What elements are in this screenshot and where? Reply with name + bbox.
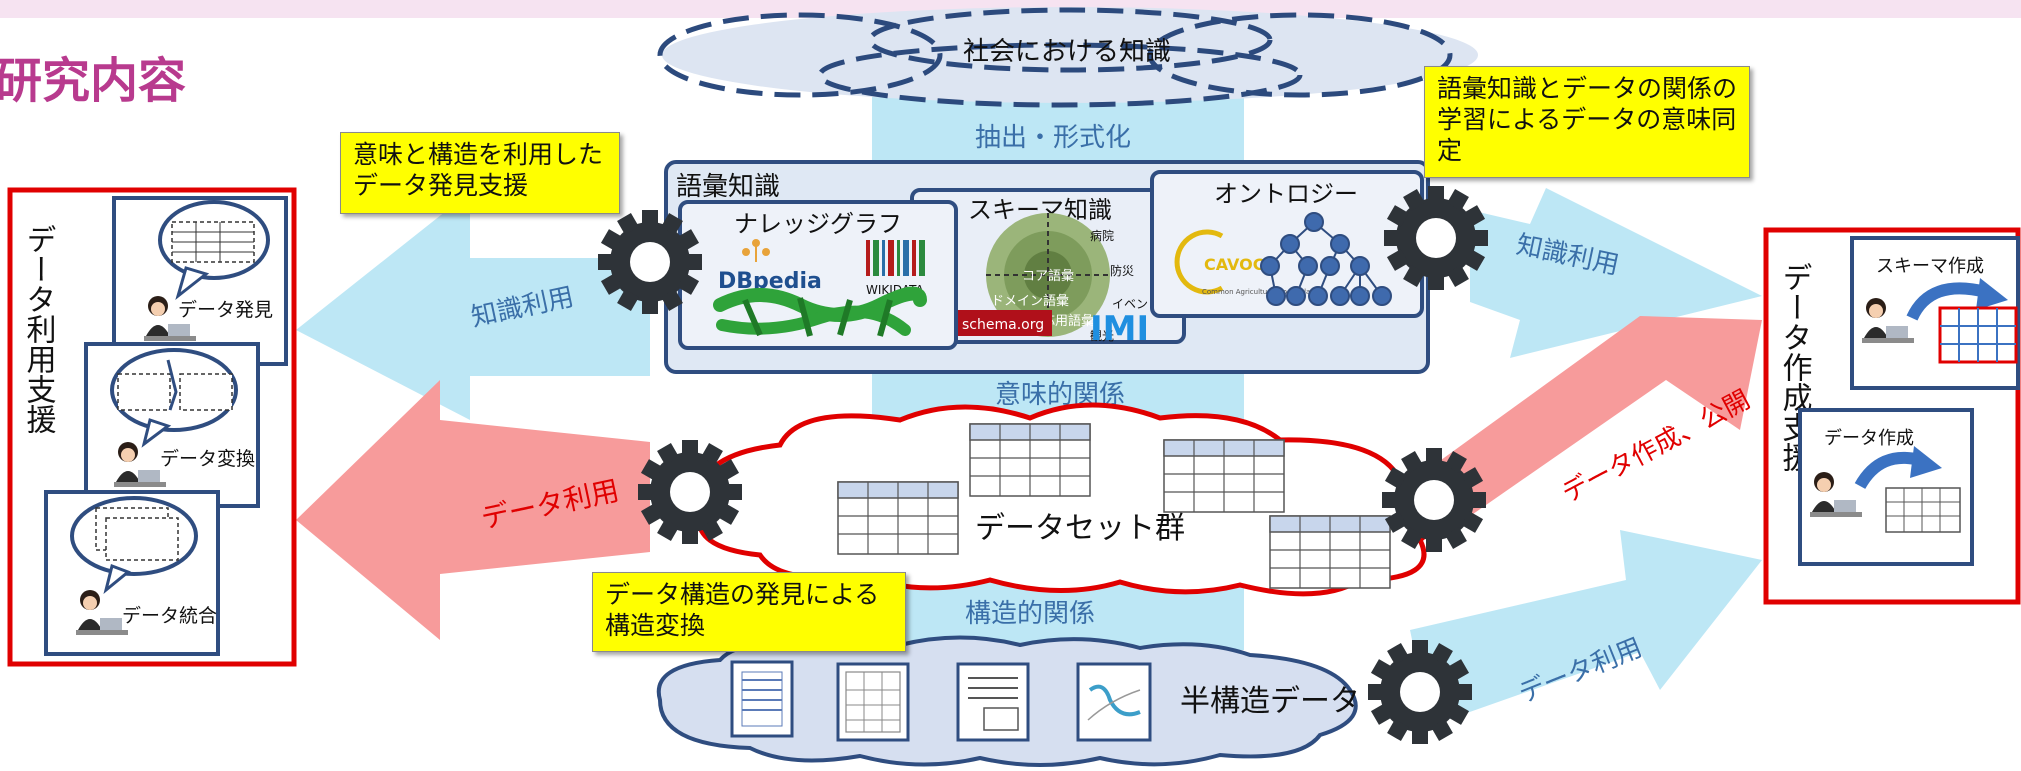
social-knowledge-cloud	[657, 7, 1478, 108]
dataset-table-3	[837, 481, 959, 555]
schema-creation-label: スキーマ作成	[1876, 256, 1984, 277]
note-structure-transformation: データ構造の発見による構造変換	[592, 572, 906, 652]
note-data-discovery-support: 意味と構造を利用したデータ発見支援	[340, 132, 620, 214]
extract-formalize-label: 抽出・形式化	[975, 123, 1131, 153]
schema-org-logo	[956, 310, 1052, 336]
data-creation-label: データ作成	[1824, 428, 1914, 449]
cavoc-arc	[1174, 229, 1224, 295]
cavoc-subtitle: Common Agricultural Vocabulary	[1202, 288, 1317, 296]
schema-layer-circles	[986, 213, 1110, 337]
vocabulary-knowledge-title: 語彙知識	[676, 172, 780, 202]
ontology-tree	[1260, 212, 1392, 306]
tag-event: イベント	[1112, 297, 1160, 311]
domain-vocab-label: ドメイン語彙	[991, 293, 1069, 309]
dataset-group-label: データセット群	[975, 511, 1185, 546]
application-vocab-label: 応用語彙	[1042, 313, 1094, 329]
data-integration-label: データ統合	[122, 605, 217, 627]
arrow-data-create-publish	[1410, 316, 1762, 530]
dataset-table-2	[1163, 439, 1285, 513]
data-conversion-label: データ変換	[160, 448, 255, 470]
dbpedia-logo-graph	[742, 239, 770, 262]
social-knowledge-label: 社会における知識	[963, 37, 1171, 67]
svg-text:データ利用支援: データ利用支援	[21, 224, 57, 434]
tag-hospital: 病院	[1090, 228, 1114, 243]
tag-tourism: 観光	[1090, 329, 1114, 343]
wikidata-barcode	[866, 240, 925, 276]
imi-logo: IMI	[1090, 309, 1149, 349]
arrow-knowledge-use-left	[296, 192, 650, 420]
cavoc-logo: CAVOC	[1204, 255, 1264, 274]
data-discovery-label: データ発見	[178, 299, 273, 321]
semi-structured-label: 半構造データ	[1180, 684, 1360, 719]
ontology-title: オントロジー	[1214, 180, 1358, 208]
semi-structured-docs	[730, 660, 1152, 742]
arrow-data-use-right	[1410, 530, 1762, 726]
arrow-data-use-left	[296, 380, 650, 640]
arrow-knowledge-use-right	[1470, 188, 1762, 358]
tag-disaster: 防災	[1110, 263, 1134, 278]
page-title: 研究内容	[0, 53, 186, 109]
note-semantic-identification: 語彙知識とデータの関係の学習によるデータの意味同定	[1424, 66, 1750, 178]
data-use-support-title: データ利用支援	[21, 224, 57, 434]
core-vocab-label: コア語彙	[1022, 268, 1074, 284]
dataset-table-1	[969, 423, 1091, 497]
dataset-table-4	[1269, 515, 1391, 589]
linked-data-graph	[713, 286, 927, 337]
schema-org-label: schema.org	[962, 317, 1044, 333]
knowledge-graph-title: ナレッジグラフ	[734, 210, 902, 238]
structural-relation-label: 構造的関係	[965, 599, 1095, 629]
